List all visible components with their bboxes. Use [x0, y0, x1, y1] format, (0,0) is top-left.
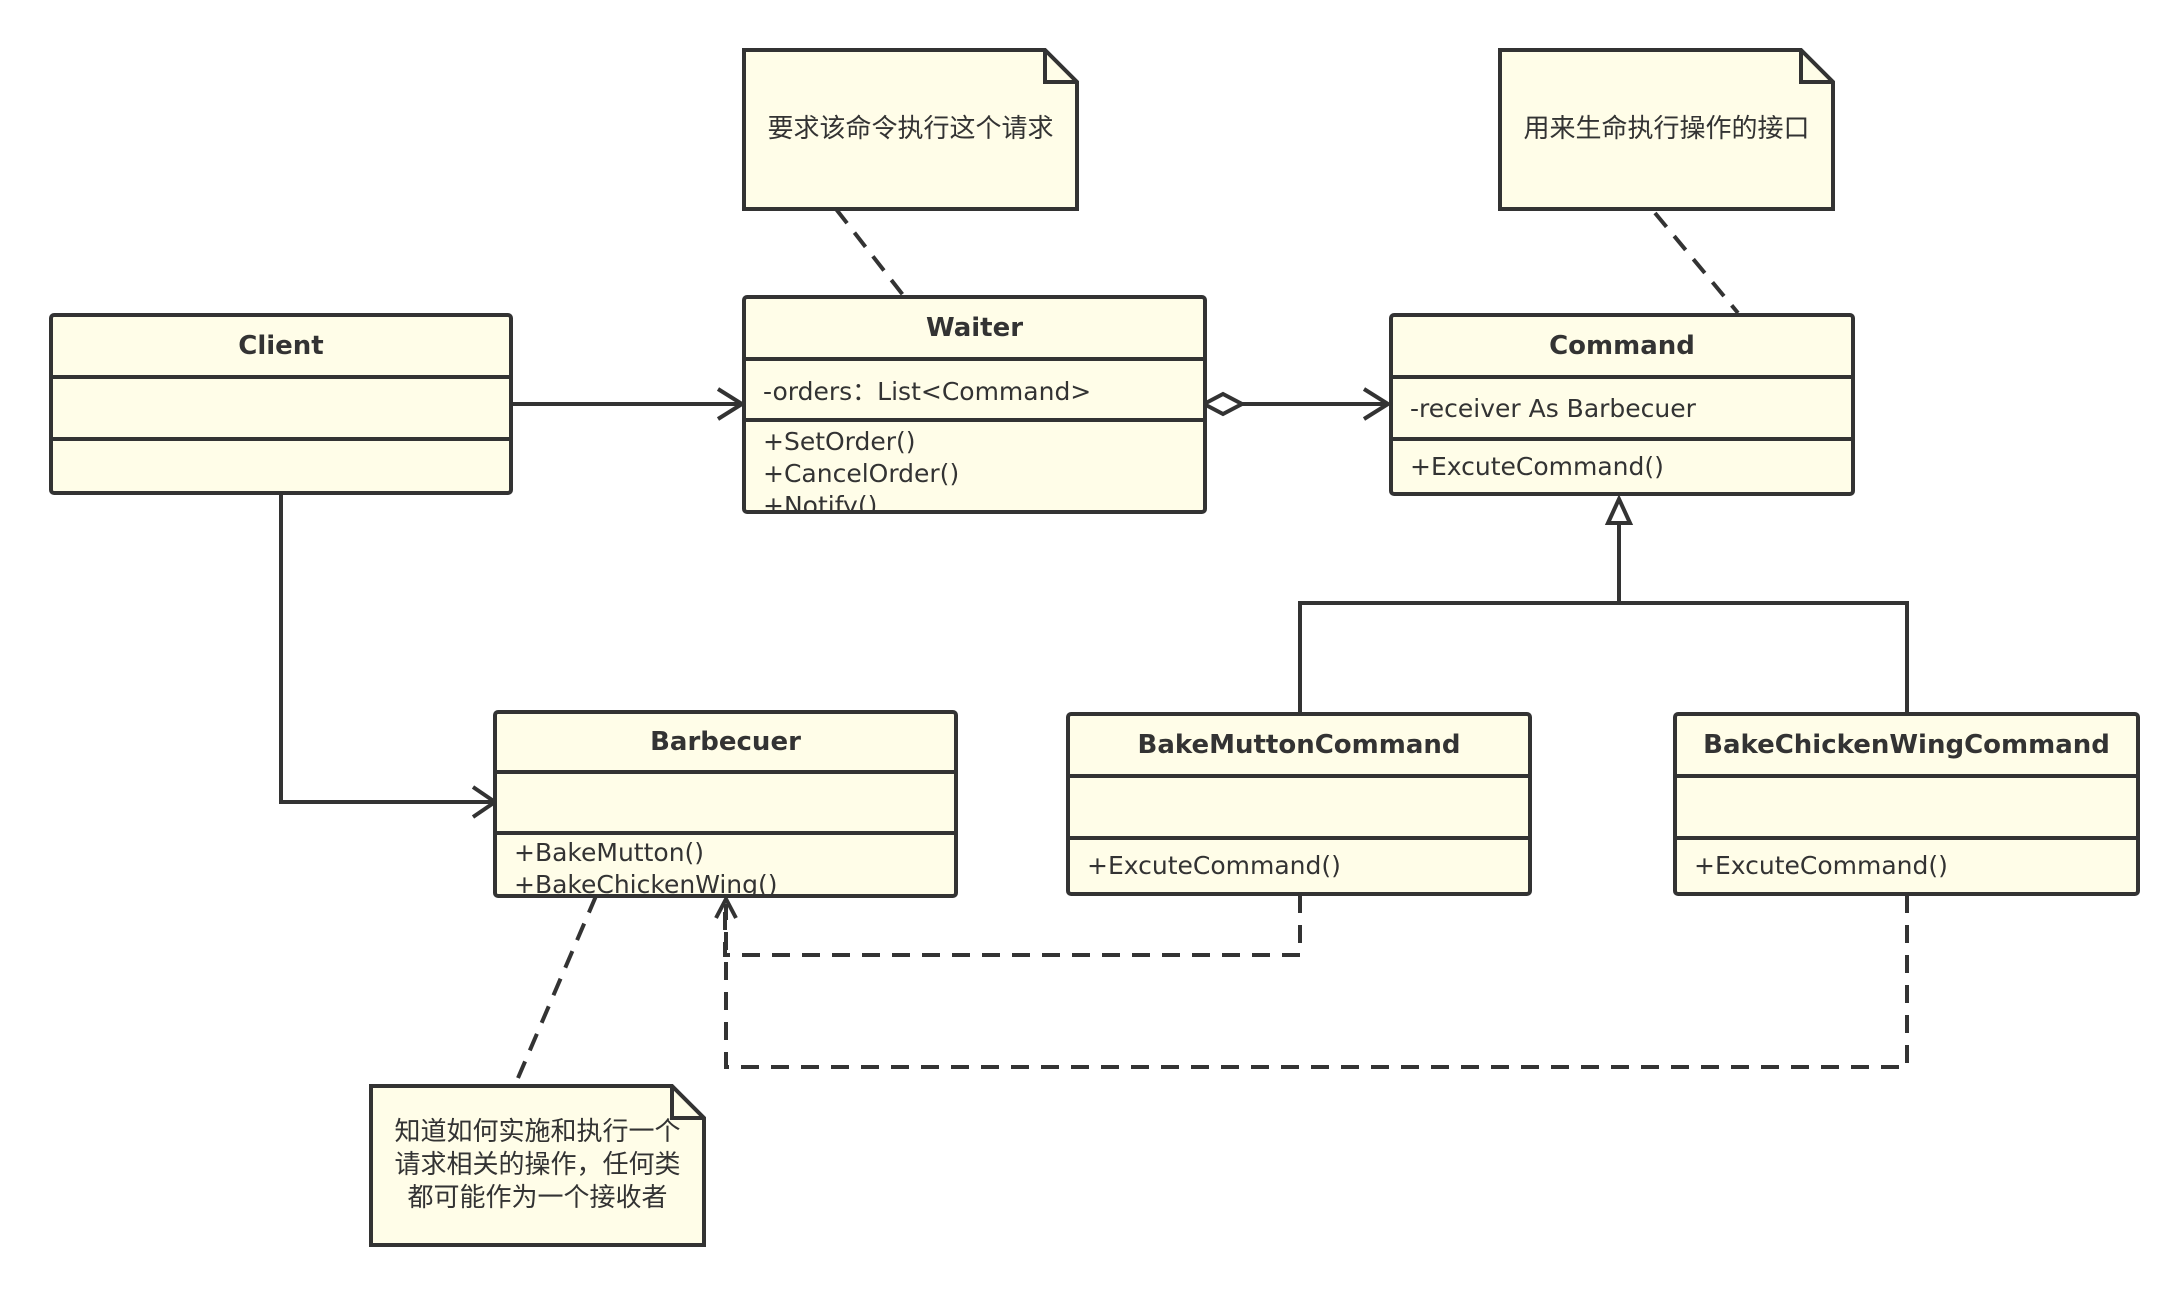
- class-barbecuer[interactable]: Barbecuer +BakeMutton() +BakeChickenWing…: [493, 710, 958, 898]
- attributes-compartment: [1070, 778, 1528, 840]
- class-waiter[interactable]: Waiter -orders：List<Command> +SetOrder()…: [742, 295, 1207, 514]
- attribute: -orders：List<Command>: [763, 376, 1092, 406]
- command-note-anchor: [1653, 211, 1740, 315]
- class-name: Command: [1393, 317, 1851, 379]
- attributes-compartment: [53, 379, 509, 441]
- attributes-compartment: [497, 774, 954, 835]
- class-name: BakeChickenWingCommand: [1677, 716, 2136, 778]
- operations-compartment: +ExcuteCommand(): [1070, 840, 1528, 892]
- chickenwing-barbecuer-dependency: [724, 895, 1909, 1069]
- class-name: Client: [53, 317, 509, 379]
- operation: +SetOrder(): [763, 427, 916, 456]
- waiter-note: 要求该命令执行这个请求: [742, 48, 1079, 211]
- note-line: 都可能作为一个接收者: [407, 1183, 668, 1213]
- note-shape: [742, 48, 1079, 211]
- attributes-compartment: [1677, 778, 2136, 840]
- class-name: BakeMuttonCommand: [1070, 716, 1528, 778]
- waiter-note-anchor: [834, 207, 905, 297]
- attribute: -receiver As Barbecuer: [1410, 393, 1696, 423]
- attributes-compartment: -receiver As Barbecuer: [1393, 379, 1851, 441]
- operation: +ExcuteCommand(): [1410, 451, 1664, 481]
- note-shape: [1498, 48, 1835, 211]
- note-line: 请求相关的操作，任何类: [394, 1150, 681, 1180]
- class-client[interactable]: Client: [49, 313, 513, 495]
- operation: +Notify(): [763, 491, 878, 514]
- class-name: Waiter: [746, 299, 1203, 361]
- generalization-branch: [1298, 601, 1909, 714]
- operation: +BakeMutton(): [514, 838, 705, 867]
- barbecuer-note-anchor: [516, 895, 598, 1079]
- generalization-triangle: [1604, 494, 1634, 525]
- note-shape: [369, 1084, 706, 1247]
- operations-compartment: +SetOrder() +CancelOrder() +Notify(): [746, 422, 1203, 514]
- barbecuer-note-text: 知道如何实施和执行一个 请求相关的操作，任何类 都可能作为一个接收者: [369, 1084, 706, 1247]
- operation: +CancelOrder(): [763, 459, 960, 488]
- command-note-text: 用来生命执行操作的接口: [1523, 114, 1810, 144]
- attributes-compartment: -orders：List<Command>: [746, 361, 1203, 422]
- operation: +ExcuteCommand(): [1694, 851, 1948, 880]
- class-bake-chicken-wing-command[interactable]: BakeChickenWingCommand +ExcuteCommand(): [1673, 712, 2140, 896]
- client-barbecuer-association: [279, 493, 493, 804]
- aggregation-diamond: [1199, 391, 1247, 417]
- barbecuer-note: 知道如何实施和执行一个 请求相关的操作，任何类 都可能作为一个接收者: [369, 1084, 706, 1247]
- mutton-barbecuer-dependency: [723, 895, 1302, 957]
- operation: +ExcuteCommand(): [1087, 851, 1341, 880]
- operation: +BakeChickenWing(): [514, 870, 778, 898]
- operations-compartment: +ExcuteCommand(): [1393, 441, 1851, 492]
- note-line: 知道如何实施和执行一个: [394, 1117, 681, 1147]
- dependency-arrowhead: [714, 894, 738, 919]
- operations-compartment: +BakeMutton() +BakeChickenWing(): [497, 835, 954, 898]
- waiter-note-text: 要求该命令执行这个请求: [767, 114, 1054, 144]
- command-note: 用来生命执行操作的接口: [1498, 48, 1835, 211]
- class-command[interactable]: Command -receiver As Barbecuer +ExcuteCo…: [1389, 313, 1855, 496]
- class-name: Barbecuer: [497, 714, 954, 774]
- class-bake-mutton-command[interactable]: BakeMuttonCommand +ExcuteCommand(): [1066, 712, 1532, 896]
- waiter-command-arrowhead: [1362, 387, 1392, 421]
- operations-compartment: +ExcuteCommand(): [1677, 840, 2136, 892]
